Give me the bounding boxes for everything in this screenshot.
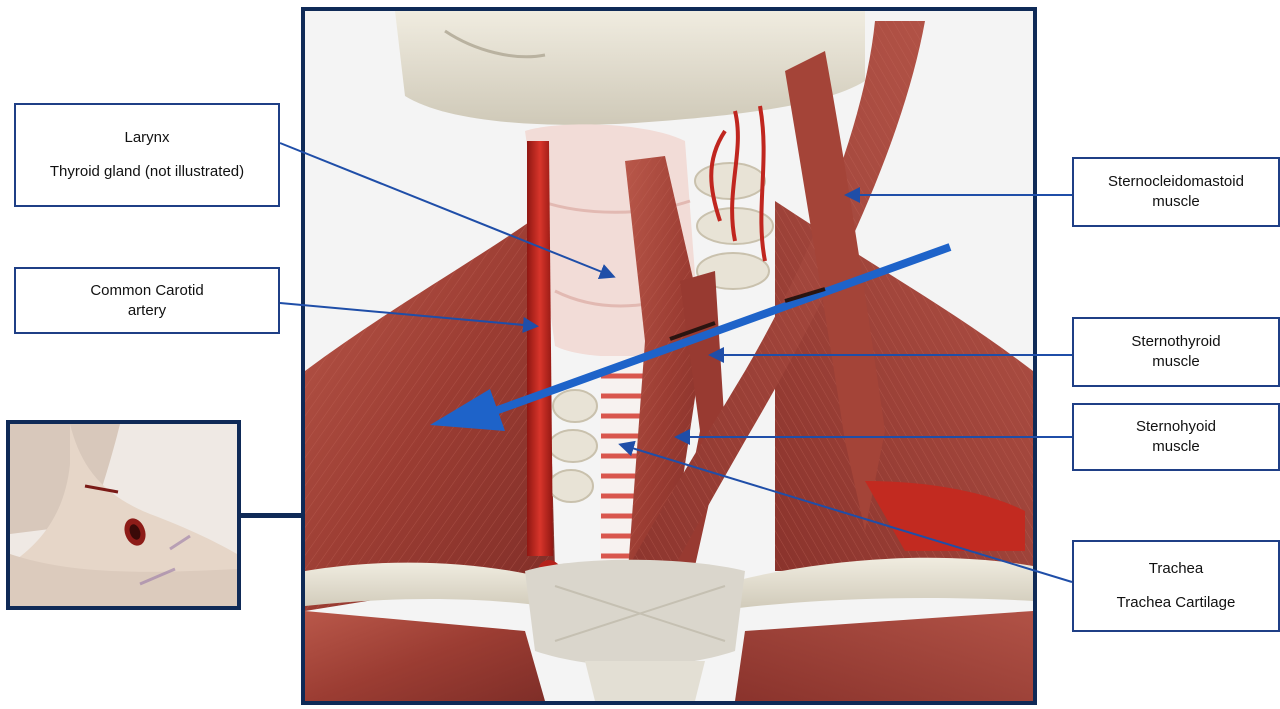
neck-wound-inset xyxy=(6,420,241,610)
neck-anatomy-illustration xyxy=(301,7,1037,705)
label-scm-line1: Sternocleidomastoid xyxy=(1108,172,1244,192)
label-sternothyroid-line1: Sternothyroid xyxy=(1131,332,1220,352)
label-sternohyoid: Sternohyoid muscle xyxy=(1072,403,1280,471)
label-sternohyoid-line1: Sternohyoid xyxy=(1136,417,1216,437)
label-carotid-line2: artery xyxy=(128,301,166,321)
label-sternothyroid: Sternothyroid muscle xyxy=(1072,317,1280,387)
label-trachea: Trachea Trachea Cartilage xyxy=(1072,540,1280,632)
label-larynx: Larynx Thyroid gland (not illustrated) xyxy=(14,103,280,207)
label-carotid-line1: Common Carotid xyxy=(90,281,203,301)
label-sternocleidomastoid: Sternocleidomastoid muscle xyxy=(1072,157,1280,227)
neck-anatomy-drawing xyxy=(305,11,1033,701)
label-trachea-line1: Trachea xyxy=(1149,559,1203,579)
label-trachea-cartilage: Trachea Cartilage xyxy=(1117,593,1236,613)
label-larynx-title: Larynx xyxy=(124,128,169,148)
label-scm-line2: muscle xyxy=(1152,192,1200,212)
inset-connector-bar xyxy=(241,513,301,518)
label-thyroid-gland: Thyroid gland (not illustrated) xyxy=(50,162,244,182)
label-sternohyoid-line2: muscle xyxy=(1152,437,1200,457)
label-sternothyroid-line2: muscle xyxy=(1152,352,1200,372)
label-common-carotid-artery: Common Carotid artery xyxy=(14,267,280,334)
neck-wound-drawing xyxy=(10,424,237,606)
